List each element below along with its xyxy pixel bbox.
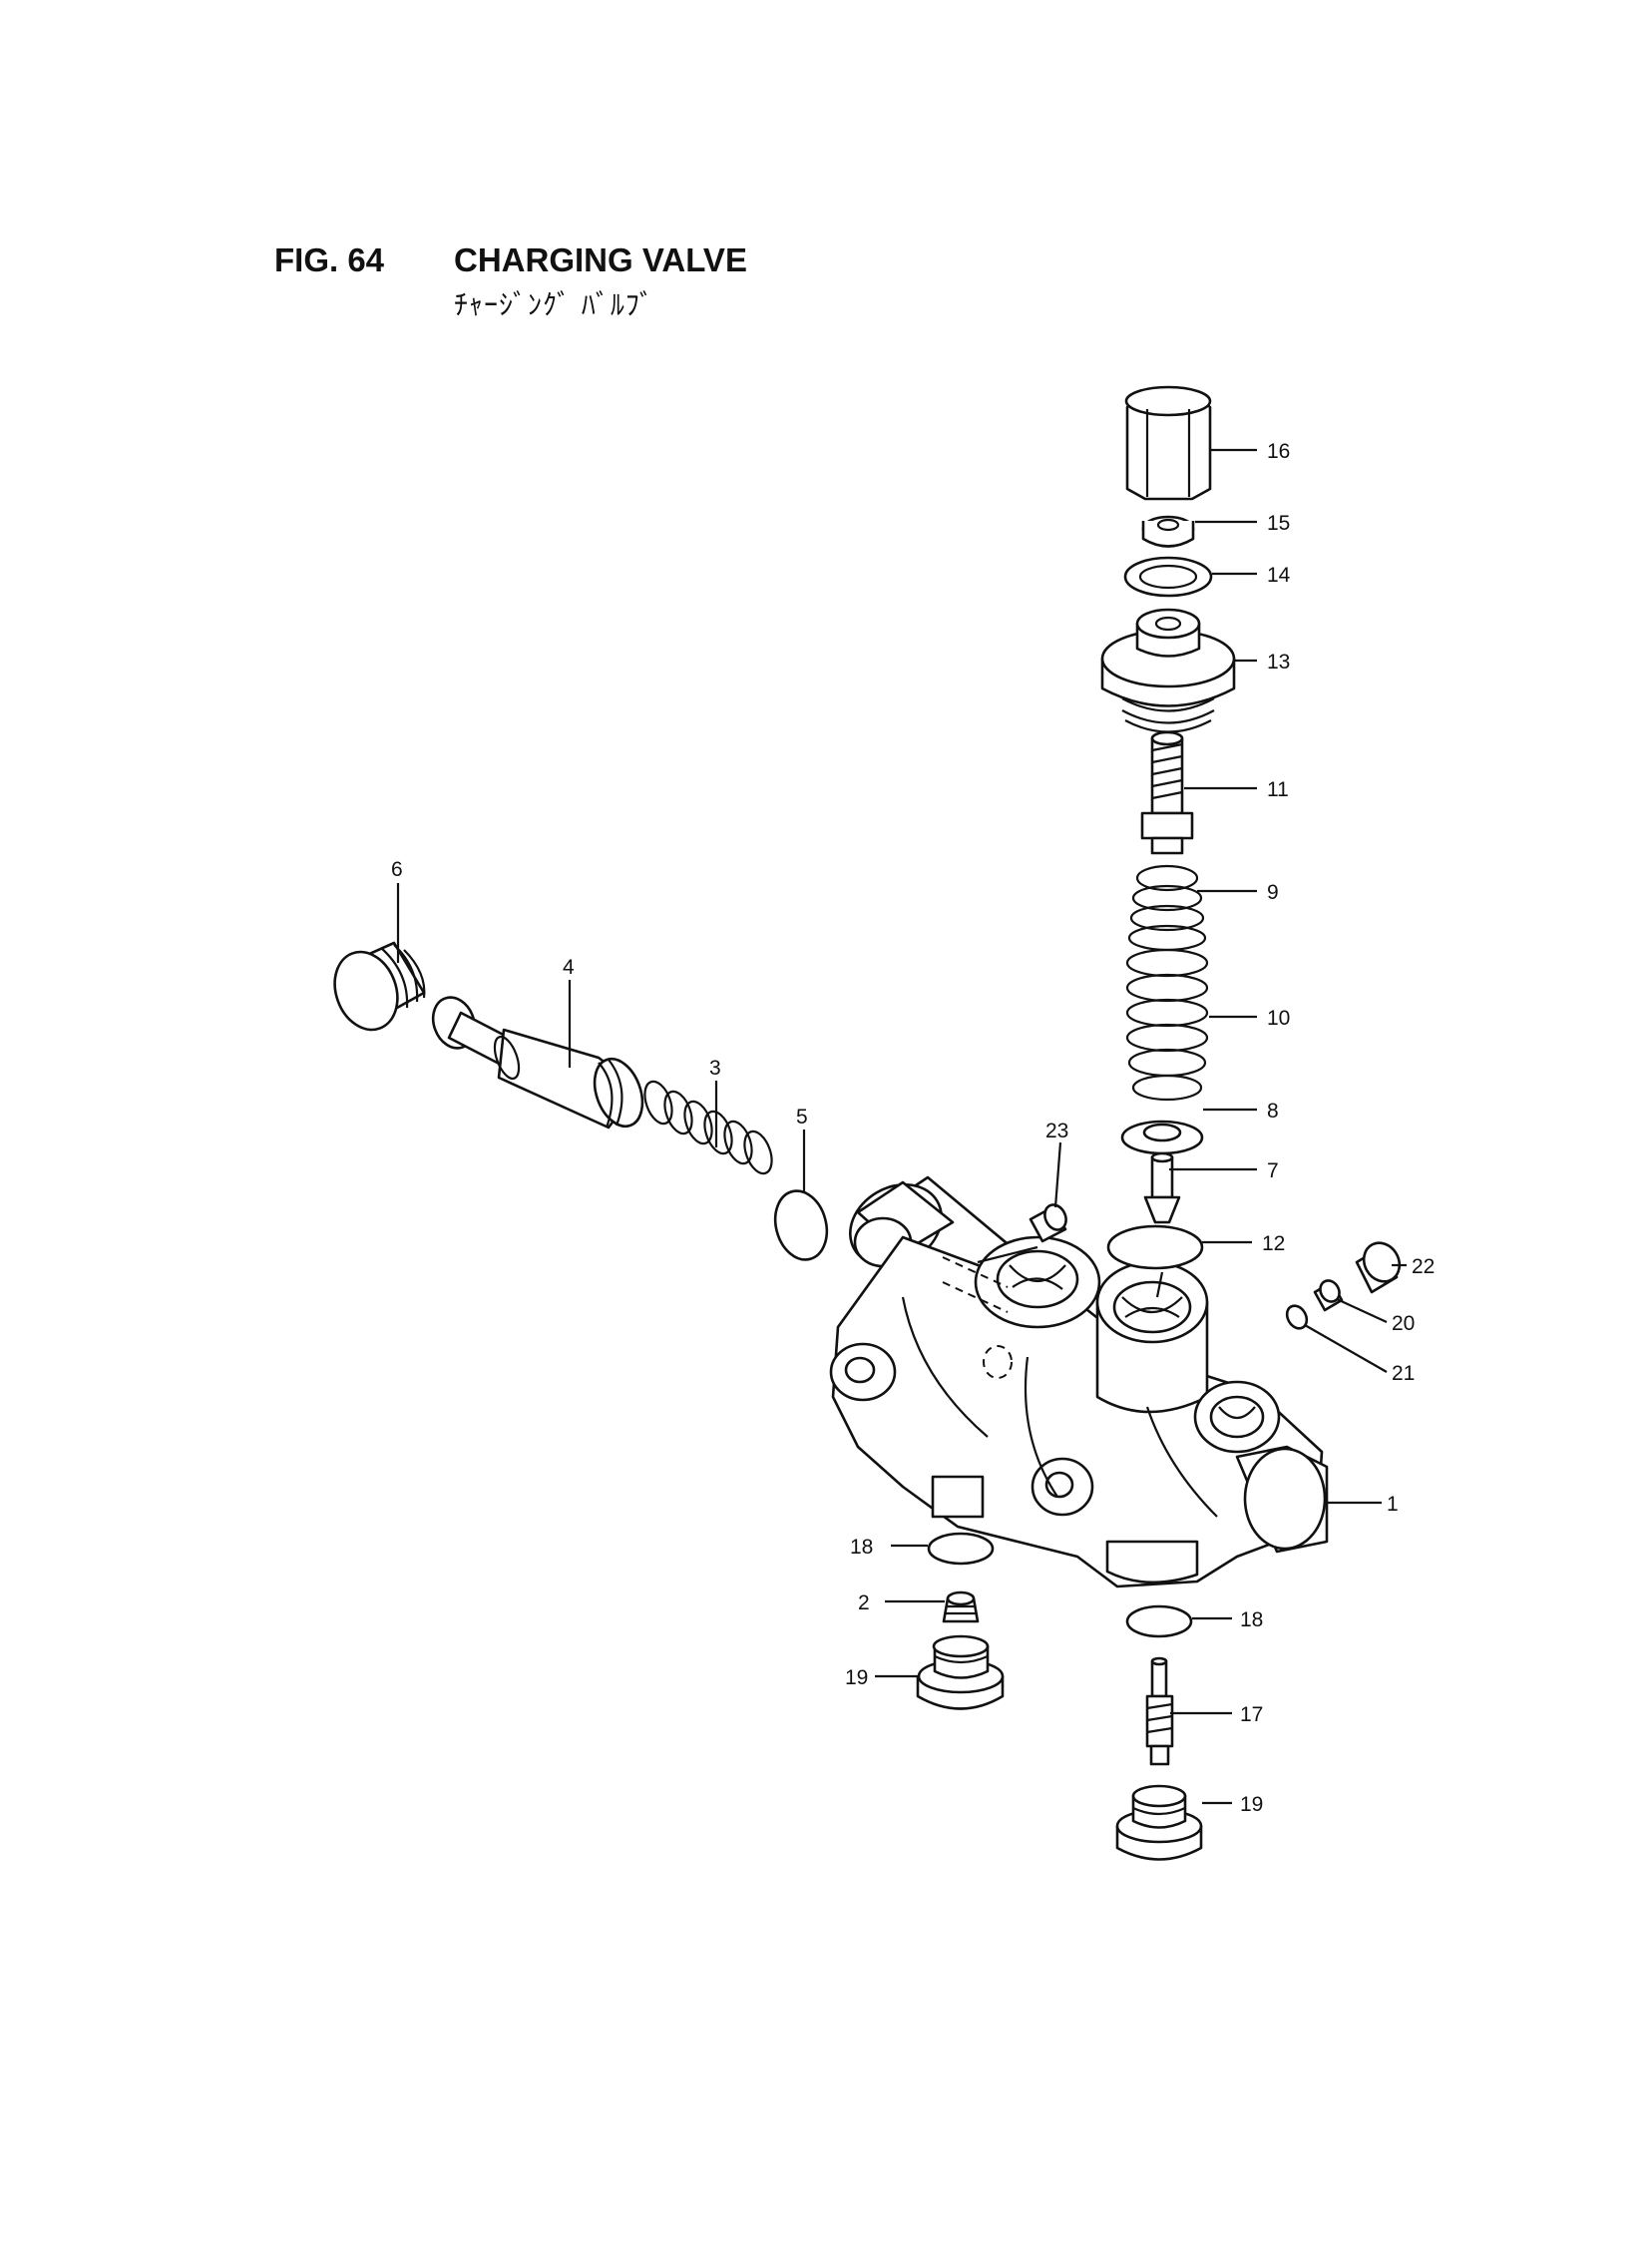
callout-15: 15 [1267,512,1290,535]
figure-subtitle: ﾁｬｰｼﾞﾝｸﾞ ﾊﾞﾙﾌﾞ [454,288,654,321]
callout-22: 22 [1412,1255,1435,1278]
callout-4: 4 [563,956,575,979]
callout-18-left: 18 [850,1536,873,1559]
valve-body [829,1175,1329,1588]
part-18-o-ring-right [1125,1604,1193,1638]
part-22-plug [1355,1241,1402,1294]
figure-number: FIG. 64 [274,241,385,278]
part-20-orifice [1313,1279,1344,1312]
callout-12: 12 [1262,1232,1285,1255]
part-12-o-ring [1106,1224,1204,1270]
part-6-plug [333,941,426,1032]
callout-19-right: 19 [1240,1793,1263,1816]
part-23-plug [1029,1203,1067,1243]
leader-lines [396,448,1407,1805]
part-19-plug-left [916,1634,1005,1710]
callout-16: 16 [1267,440,1290,463]
part-11-adjust-screw [1140,730,1194,855]
callout-6: 6 [391,858,403,881]
part-2-plug [942,1590,980,1623]
callout-14: 14 [1267,564,1291,587]
figure-title: CHARGING VALVE [454,241,747,278]
part-21-o-ring [1285,1304,1309,1330]
part-9-spring [1127,864,1207,952]
part-16-cap-nut [1124,385,1212,501]
callout-10: 10 [1267,1007,1290,1030]
figure-header: FIG. 64 CHARGING VALVE ﾁｬｰｼﾞﾝｸﾞ ﾊﾞﾙﾌﾞ [0,0,1652,339]
callout-1: 1 [1387,1493,1399,1516]
part-7-poppet [1143,1151,1181,1224]
callout-13: 13 [1267,651,1290,674]
part-19-plug-right [1115,1784,1203,1861]
part-3-spring [643,1080,773,1175]
callout-21: 21 [1392,1362,1415,1385]
callout-19-left: 19 [845,1666,868,1689]
part-14-washer [1123,556,1213,598]
callout-20: 20 [1392,1312,1415,1335]
callout-23: 23 [1045,1120,1068,1142]
part-8-spring-seat [1120,1120,1204,1155]
part-17-pin [1145,1656,1174,1766]
callout-17: 17 [1240,1703,1263,1726]
callout-labels: 16 15 14 13 11 9 10 8 7 12 22 20 21 1 23… [391,440,1435,1816]
callout-3: 3 [709,1057,721,1080]
part-4-spool [431,996,644,1130]
part-15-nut [1141,515,1195,548]
callout-9: 9 [1267,881,1279,904]
callout-2: 2 [858,1591,870,1614]
callout-18-right: 18 [1240,1608,1263,1631]
callout-5: 5 [796,1106,808,1129]
part-13-seat [1100,608,1236,733]
callout-11: 11 [1267,778,1289,801]
part-10-spring [1125,948,1209,1102]
part-5-o-ring [773,1189,829,1261]
callout-8: 8 [1267,1100,1279,1123]
callout-7: 7 [1267,1159,1279,1182]
part-18-o-ring-left [927,1532,995,1566]
